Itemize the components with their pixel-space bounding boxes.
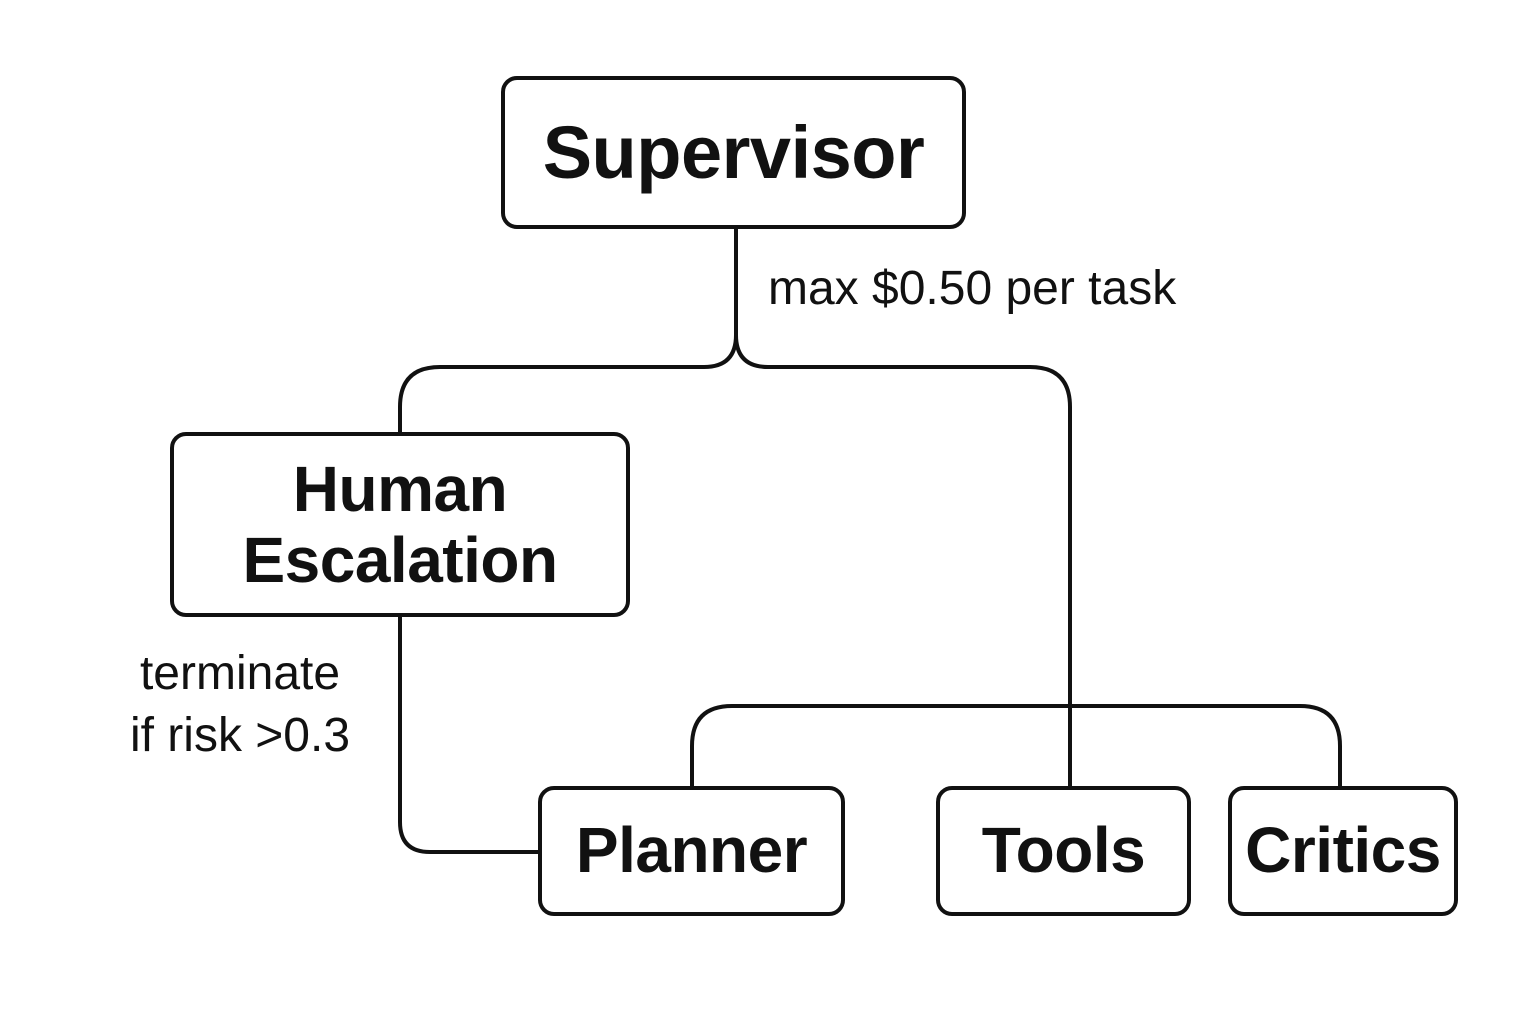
human-escalation-label: Human Escalation	[242, 453, 558, 596]
human-escalation-label-line2: Escalation	[242, 523, 558, 596]
risk-threshold-annotation: terminate if risk >0.3	[100, 643, 380, 768]
planner-label: Planner	[575, 814, 808, 887]
budget-annotation: max $0.50 per task	[768, 262, 1177, 315]
connector-sibling-bus	[690, 704, 1342, 788]
human-escalation-node: Human Escalation	[170, 432, 630, 617]
supervisor-node: Supervisor	[501, 76, 966, 229]
critics-label: Critics	[1245, 814, 1441, 887]
connector-supervisor-to-human-escalation	[398, 333, 738, 434]
tools-node: Tools	[936, 786, 1191, 916]
risk-annotation-line2: if risk >0.3	[129, 709, 351, 763]
supervisor-label: Supervisor	[542, 110, 925, 194]
critics-node: Critics	[1228, 786, 1458, 916]
connector-supervisor-to-tools	[734, 333, 1072, 788]
risk-annotation-line1: terminate	[139, 647, 341, 700]
connector-human-escalation-to-planner	[398, 615, 540, 854]
planner-node: Planner	[538, 786, 845, 916]
human-escalation-label-line1: Human	[292, 453, 508, 526]
tools-label: Tools	[981, 814, 1146, 887]
